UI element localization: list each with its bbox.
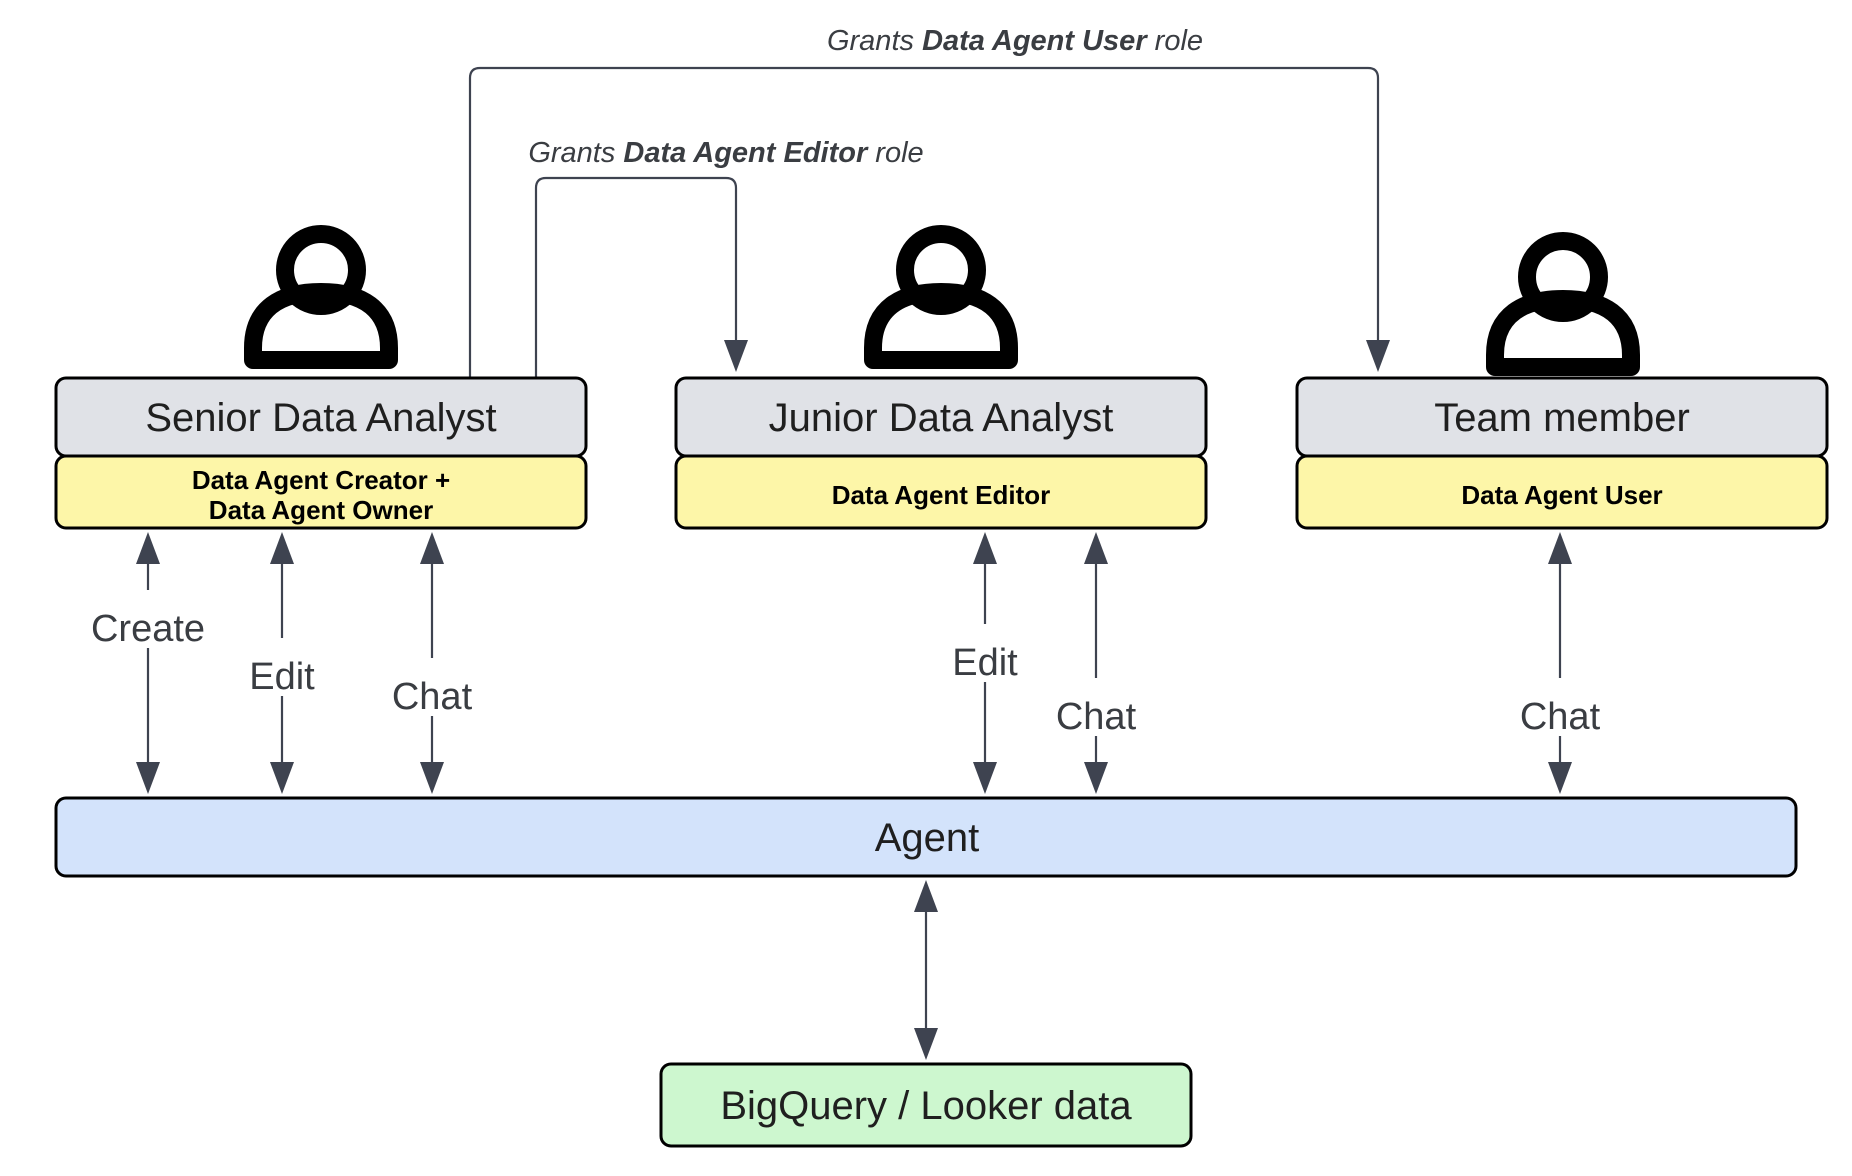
senior-role-line2: Data Agent Owner bbox=[209, 495, 433, 525]
junior-edit-arrow: Edit bbox=[952, 532, 1018, 794]
team-header bbox=[1295, 376, 1829, 458]
grant-editor-role-connector bbox=[534, 176, 748, 380]
senior-create-arrow: Create bbox=[91, 532, 205, 794]
junior-chat-arrow: Chat bbox=[1056, 532, 1137, 794]
team-chat-label: Chat bbox=[1520, 696, 1601, 738]
junior-analyst-person-icon bbox=[873, 234, 1009, 360]
junior-analyst-card: Data Agent Editor Junior Data Analyst bbox=[674, 376, 1208, 530]
grant-user-role-connector bbox=[468, 66, 1390, 380]
team-title: Team member bbox=[1434, 396, 1690, 440]
senior-analyst-person-icon bbox=[253, 234, 389, 360]
agent-box bbox=[54, 796, 1798, 878]
senior-chat-label: Chat bbox=[392, 676, 473, 718]
datasource-label: BigQuery / Looker data bbox=[720, 1084, 1132, 1128]
senior-chat-arrow: Chat bbox=[392, 532, 473, 794]
junior-header bbox=[674, 376, 1208, 458]
grant-user-role-label: Grants Data Agent User role bbox=[827, 25, 1203, 57]
team-member-card: Data Agent User Team member bbox=[1295, 376, 1829, 530]
team-role: Data Agent User bbox=[1461, 480, 1662, 510]
senior-create-label: Create bbox=[91, 608, 205, 650]
senior-edit-arrow: Edit bbox=[249, 532, 315, 794]
junior-title: Junior Data Analyst bbox=[769, 396, 1114, 440]
team-chat-arrow: Chat bbox=[1520, 532, 1601, 794]
senior-analyst-card: Data Agent Creator + Data Agent Owner Se… bbox=[54, 376, 588, 530]
agent-label: Agent bbox=[875, 816, 980, 860]
agent-data-arrow bbox=[914, 880, 938, 1060]
junior-role: Data Agent Editor bbox=[832, 480, 1051, 510]
datasource-box bbox=[659, 1062, 1193, 1148]
senior-edit-label: Edit bbox=[249, 656, 315, 698]
senior-header bbox=[54, 376, 588, 458]
senior-title: Senior Data Analyst bbox=[145, 396, 496, 440]
junior-edit-label: Edit bbox=[952, 642, 1018, 684]
grant-editor-role-label: Grants Data Agent Editor role bbox=[528, 137, 923, 169]
team-member-person-icon bbox=[1495, 241, 1631, 367]
senior-role-line1: Data Agent Creator + bbox=[192, 465, 450, 495]
junior-chat-label: Chat bbox=[1056, 696, 1137, 738]
